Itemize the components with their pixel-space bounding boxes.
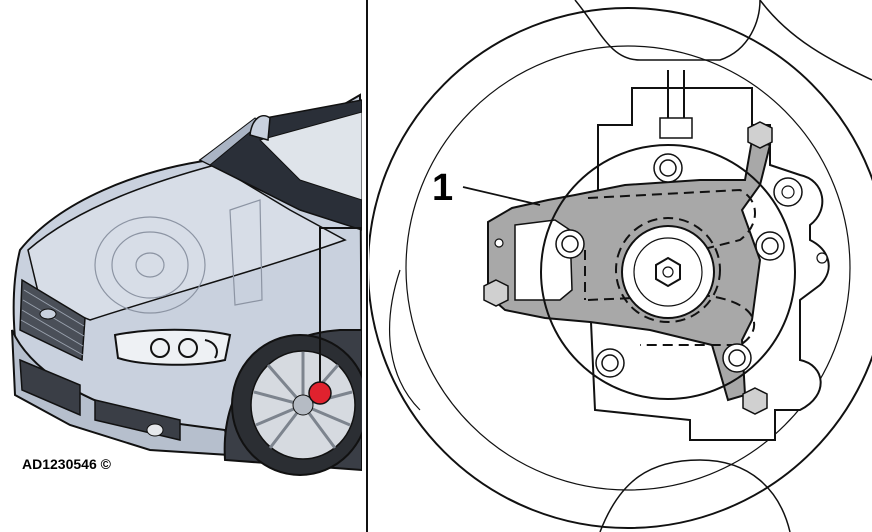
headlight <box>113 328 232 366</box>
fog-lamp <box>146 423 164 437</box>
car-hood <box>27 164 347 321</box>
dust-shield <box>574 0 761 61</box>
document-code: AD1230546 © <box>22 456 112 472</box>
red-location-marker <box>308 381 332 405</box>
grille <box>19 278 86 362</box>
hub-assembly-illustration: 1 <box>369 0 872 532</box>
lower-intake <box>19 358 81 417</box>
location-pointer-line <box>319 227 362 382</box>
strut-silhouette <box>94 199 263 314</box>
tool-bolts <box>483 121 773 415</box>
side-mirror <box>249 114 271 141</box>
wheel-studs <box>555 153 785 378</box>
abs-sensor <box>659 70 693 139</box>
callout-leader-1 <box>462 186 541 206</box>
callout-label-1: 1 <box>432 167 453 209</box>
hub-flange <box>540 144 796 400</box>
brand-badge <box>39 308 57 320</box>
brake-disc-inner <box>405 45 851 491</box>
car-illustration: AD1230546 © <box>11 93 362 476</box>
windshield-glass <box>259 111 362 201</box>
